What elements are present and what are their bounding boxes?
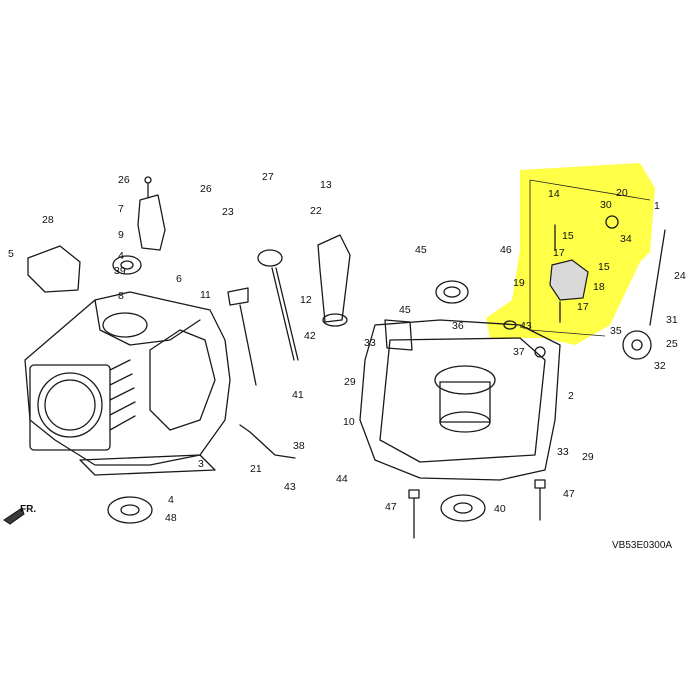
callout-47: 47 <box>563 488 575 500</box>
direction-label: FR. <box>20 504 36 515</box>
callout-43: 43 <box>520 320 532 332</box>
rod-21 <box>239 424 296 459</box>
oil-filler <box>257 249 299 361</box>
callout-27: 27 <box>262 171 274 183</box>
callout-4: 4 <box>118 250 124 262</box>
callout-26: 26 <box>200 183 212 195</box>
callout-20: 20 <box>616 187 628 199</box>
front-arrow <box>3 507 25 525</box>
callout-35: 35 <box>610 325 622 337</box>
bearing-36 <box>435 280 469 304</box>
highlight-region <box>486 163 655 345</box>
callout-36: 36 <box>452 320 464 332</box>
callout-47: 47 <box>385 501 397 513</box>
callout-17: 17 <box>577 301 589 313</box>
callout-18: 18 <box>593 281 605 293</box>
reference-code: VB53E0300A <box>612 540 672 551</box>
callout-7: 7 <box>118 203 124 215</box>
callout-4: 4 <box>168 494 174 506</box>
callout-13: 13 <box>320 179 332 191</box>
callout-29: 29 <box>582 451 594 463</box>
callout-11: 11 <box>200 289 211 301</box>
bracket-1 <box>529 179 651 337</box>
bearing-40 <box>440 494 486 522</box>
callout-34: 34 <box>620 233 632 245</box>
callout-28: 28 <box>42 214 54 226</box>
shaft-24 <box>649 229 666 326</box>
callout-44: 44 <box>336 473 348 485</box>
callout-31: 31 <box>666 314 678 326</box>
callout-33: 33 <box>557 446 569 458</box>
bearing-48 <box>107 496 153 524</box>
oil-seal <box>112 255 142 275</box>
callout-17: 17 <box>553 247 565 259</box>
callout-14: 14 <box>548 188 560 200</box>
callout-1: 1 <box>654 200 660 212</box>
callout-26: 26 <box>118 174 130 186</box>
callout-9: 9 <box>118 229 124 241</box>
gear-25 <box>622 330 652 360</box>
callout-19: 19 <box>513 277 525 289</box>
callout-39: 39 <box>114 265 126 277</box>
callout-2: 2 <box>568 390 574 402</box>
callout-37: 37 <box>513 346 525 358</box>
gasket-5 <box>27 245 81 293</box>
callout-32: 32 <box>654 360 666 372</box>
callout-15: 15 <box>598 261 610 273</box>
callout-45: 45 <box>415 244 427 256</box>
callout-3: 3 <box>198 458 204 470</box>
callout-45: 45 <box>399 304 411 316</box>
callout-46: 46 <box>500 244 512 256</box>
dipstick <box>227 287 257 386</box>
callout-48: 48 <box>165 512 177 524</box>
callout-15: 15 <box>562 230 574 242</box>
cylinder-block <box>24 291 231 476</box>
filler-tube <box>317 234 351 327</box>
callout-42: 42 <box>304 330 316 342</box>
callout-40: 40 <box>494 503 506 515</box>
callout-8: 8 <box>118 290 124 302</box>
callout-30: 30 <box>600 199 612 211</box>
callout-22: 22 <box>310 205 322 217</box>
crankcase-cover <box>359 319 561 481</box>
governor-assembly <box>503 215 619 330</box>
callout-23: 23 <box>222 206 234 218</box>
callout-43: 43 <box>284 481 296 493</box>
cover-plate <box>137 194 166 251</box>
callout-10: 10 <box>343 416 355 428</box>
callout-24: 24 <box>674 270 686 282</box>
callout-29: 29 <box>344 376 356 388</box>
callout-6: 6 <box>176 273 182 285</box>
callout-5: 5 <box>8 248 14 260</box>
callout-41: 41 <box>292 389 304 401</box>
callout-25: 25 <box>666 338 678 350</box>
callout-33: 33 <box>364 337 376 349</box>
callout-38: 38 <box>293 440 305 452</box>
callout-21: 21 <box>250 463 262 475</box>
callout-12: 12 <box>300 294 312 306</box>
